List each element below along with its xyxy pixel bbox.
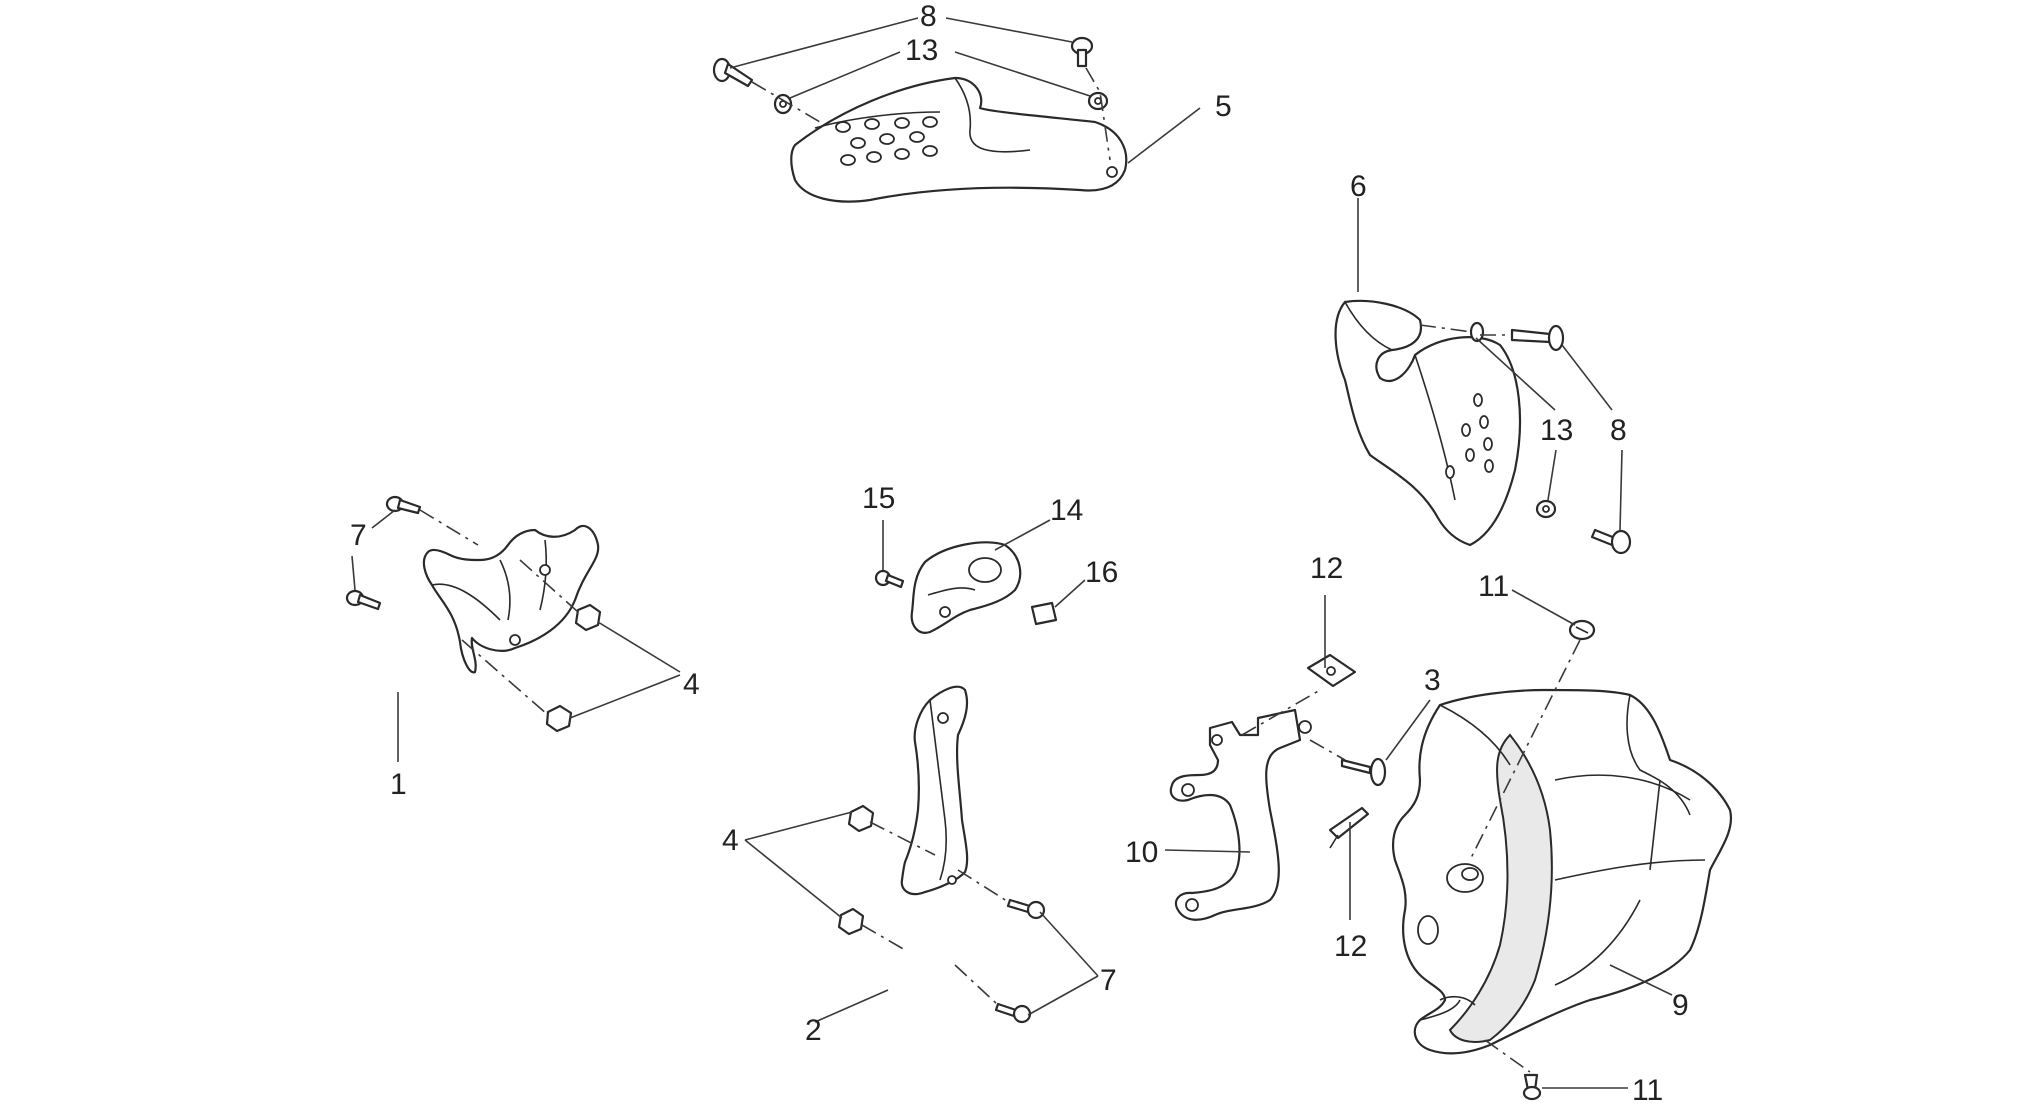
callout-16: 16: [1085, 556, 1118, 589]
part-16-pad: [1030, 601, 1058, 626]
part-14-clamp: [910, 541, 1022, 634]
leader-lines: [351, 17, 1673, 1089]
callout-5: 5: [1215, 90, 1232, 123]
part-1-bracket-left: [422, 524, 600, 674]
washer-13-right-bottom: [1535, 499, 1557, 519]
screw-8-top-left: [712, 57, 754, 88]
part-2-bracket-bottom: [900, 685, 969, 896]
fastener-11-top: [1568, 619, 1596, 641]
callout-1: 1: [390, 768, 407, 801]
callout-9: 9: [1672, 989, 1689, 1022]
callout-3: 3: [1424, 664, 1441, 697]
screw-7-left-top: [385, 495, 422, 515]
callout-7-left: 7: [350, 519, 367, 552]
callout-13-top: 13: [905, 34, 938, 67]
callout-8-right: 8: [1610, 414, 1627, 447]
clip-12-bottom: [1328, 806, 1370, 849]
callout-10: 10: [1125, 836, 1158, 869]
callout-4-bottom: 4: [722, 824, 739, 857]
rivet-3: [1340, 757, 1387, 787]
callout-7-bottom: 7: [1100, 964, 1117, 997]
callout-13-right: 13: [1540, 414, 1573, 447]
screw-7-bottom-top: [1006, 898, 1046, 920]
part-10-bracket: [1169, 708, 1312, 921]
nut-4-left-top: [574, 603, 602, 632]
callout-8-top: 8: [920, 0, 937, 33]
screw-8-right-top: [1510, 324, 1565, 352]
callout-2: 2: [805, 1014, 822, 1047]
callout-12-top: 12: [1310, 552, 1343, 585]
part-9-muffler-shield: [1391, 688, 1733, 1055]
callout-14: 14: [1050, 494, 1083, 527]
callout-12-bottom: 12: [1334, 930, 1367, 963]
clip-12-top: [1306, 653, 1357, 688]
perforation-holes: [835, 116, 1118, 178]
washer-13-right-top: [1469, 321, 1485, 343]
washer-13-top-right: [1087, 91, 1109, 111]
callout-15: 15: [862, 482, 895, 515]
perforation-holes-right: [1445, 393, 1494, 479]
screw-15: [874, 569, 905, 589]
callout-11-bottom: 11: [1632, 1074, 1663, 1107]
screw-8-top-right: [1070, 36, 1094, 68]
callout-11-top: 11: [1478, 570, 1509, 603]
part-5-heat-shield-top: [790, 76, 1128, 203]
screw-7-left-bottom: [345, 589, 382, 611]
callout-6: 6: [1350, 170, 1367, 203]
screw-7-bottom-bottom: [994, 1002, 1032, 1024]
callout-4-left: 4: [683, 668, 700, 701]
nut-4-bottom-top: [847, 804, 875, 833]
fastener-11-bottom: [1522, 1073, 1542, 1101]
screw-8-right-bottom: [1590, 528, 1632, 555]
callout-labels: 8 13 5 6 13 8 15 14 16 7 4 1 12 11 3 10 …: [350, 0, 1689, 1107]
part-6-heat-shield-right: [1334, 299, 1522, 547]
nut-4-left-bottom: [545, 704, 573, 733]
nut-4-bottom-bottom: [837, 907, 865, 936]
washer-13-top-left: [773, 93, 793, 115]
